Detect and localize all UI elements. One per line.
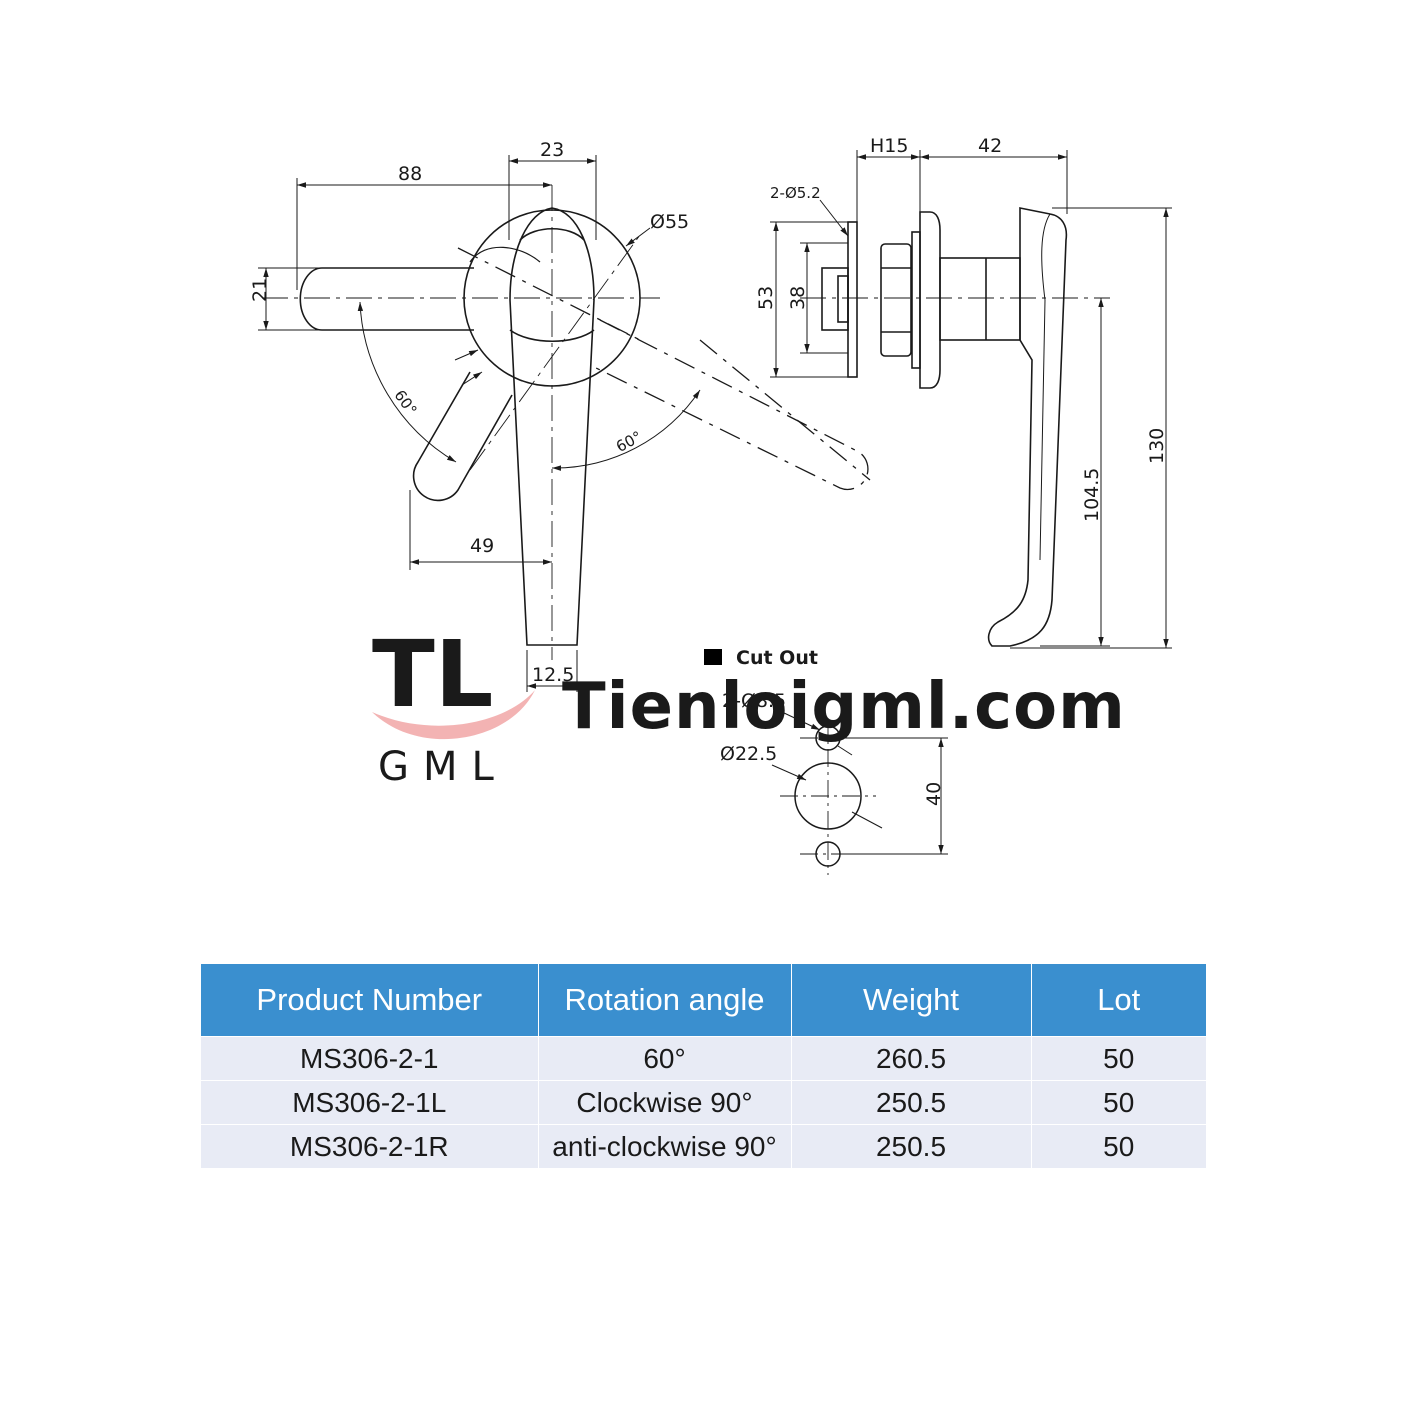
cell-lot: 50 <box>1031 1080 1206 1125</box>
label-angle-right: 60° <box>613 427 645 455</box>
label-diameter: Ø55 <box>650 211 689 233</box>
table-row: MS306-2-1R anti-clockwise 90° 250.5 50 <box>201 1124 1206 1168</box>
watermark-site: Tienloigml.com <box>562 670 1126 744</box>
cell-product-number: MS306-2-1L <box>201 1080 539 1125</box>
spec-table: Product Number Rotation angle Weight Lot… <box>201 964 1206 1168</box>
front-view <box>299 207 641 646</box>
cut-out-marker <box>704 649 722 665</box>
cell-lot: 50 <box>1031 1124 1206 1168</box>
nut <box>880 243 912 357</box>
mounting-plate <box>847 221 858 378</box>
label-angle-left: 60° <box>390 387 420 419</box>
header-weight: Weight <box>791 964 1032 1037</box>
handle-horizontal <box>299 267 474 331</box>
table-row: MS306-2-1 60° 260.5 50 <box>201 1036 1206 1081</box>
handle-rotated-left <box>412 371 513 502</box>
logo-swoosh <box>372 690 535 740</box>
cell-product-number: MS306-2-1R <box>201 1124 539 1168</box>
cut-out-title: Cut Out <box>736 647 818 669</box>
cell-weight: 250.5 <box>791 1124 1032 1168</box>
label-cutout-spacing: 40 <box>923 782 945 806</box>
label-center-hole: Ø22.5 <box>720 743 777 765</box>
header-product-number: Product Number <box>201 964 539 1037</box>
label-height: 21 <box>249 278 271 302</box>
cell-rotation-angle: anti-clockwise 90° <box>538 1124 792 1168</box>
cell-weight: 250.5 <box>791 1080 1032 1125</box>
label-handle-drop: 104.5 <box>1081 468 1103 522</box>
side-view <box>821 207 1068 647</box>
label-thickness: H15 <box>870 135 908 157</box>
table-row: MS306-2-1L Clockwise 90° 250.5 50 <box>201 1080 1206 1125</box>
technical-drawing: TL GML Tienloigml.com 88 23 Ø55 21 60° 6… <box>249 135 1172 875</box>
handle-profile <box>987 207 1068 647</box>
table-header-row: Product Number Rotation angle Weight Lot <box>201 964 1206 1037</box>
cell-lot: 50 <box>1031 1036 1206 1081</box>
label-offset: 49 <box>470 535 494 557</box>
label-depth: 42 <box>978 135 1002 157</box>
label-mount-holes: 2-Ø5.2 <box>770 184 821 202</box>
label-width: 23 <box>540 139 564 161</box>
logo-letters: TL <box>372 621 493 728</box>
label-tip: 12.5 <box>532 664 574 686</box>
cell-weight: 260.5 <box>791 1036 1032 1081</box>
cell-product-number: MS306-2-1 <box>201 1036 539 1081</box>
cell-rotation-angle: 60° <box>538 1036 792 1081</box>
label-small-holes: 2-Ø8.5 <box>722 690 786 712</box>
header-lot: Lot <box>1031 964 1206 1037</box>
cell-rotation-angle: Clockwise 90° <box>538 1080 792 1125</box>
label-hole-spacing: 38 <box>787 286 809 310</box>
label-total: 130 <box>1146 428 1168 464</box>
header-rotation-angle: Rotation angle <box>538 964 792 1037</box>
flange <box>919 211 941 389</box>
watermark: TL GML Tienloigml.com <box>372 621 1126 790</box>
label-length: 88 <box>398 163 422 185</box>
logo-subtext: GML <box>378 744 508 790</box>
label-plate: 53 <box>755 286 777 310</box>
handle-rotated-right <box>457 247 871 491</box>
handle-vertical <box>509 207 595 646</box>
